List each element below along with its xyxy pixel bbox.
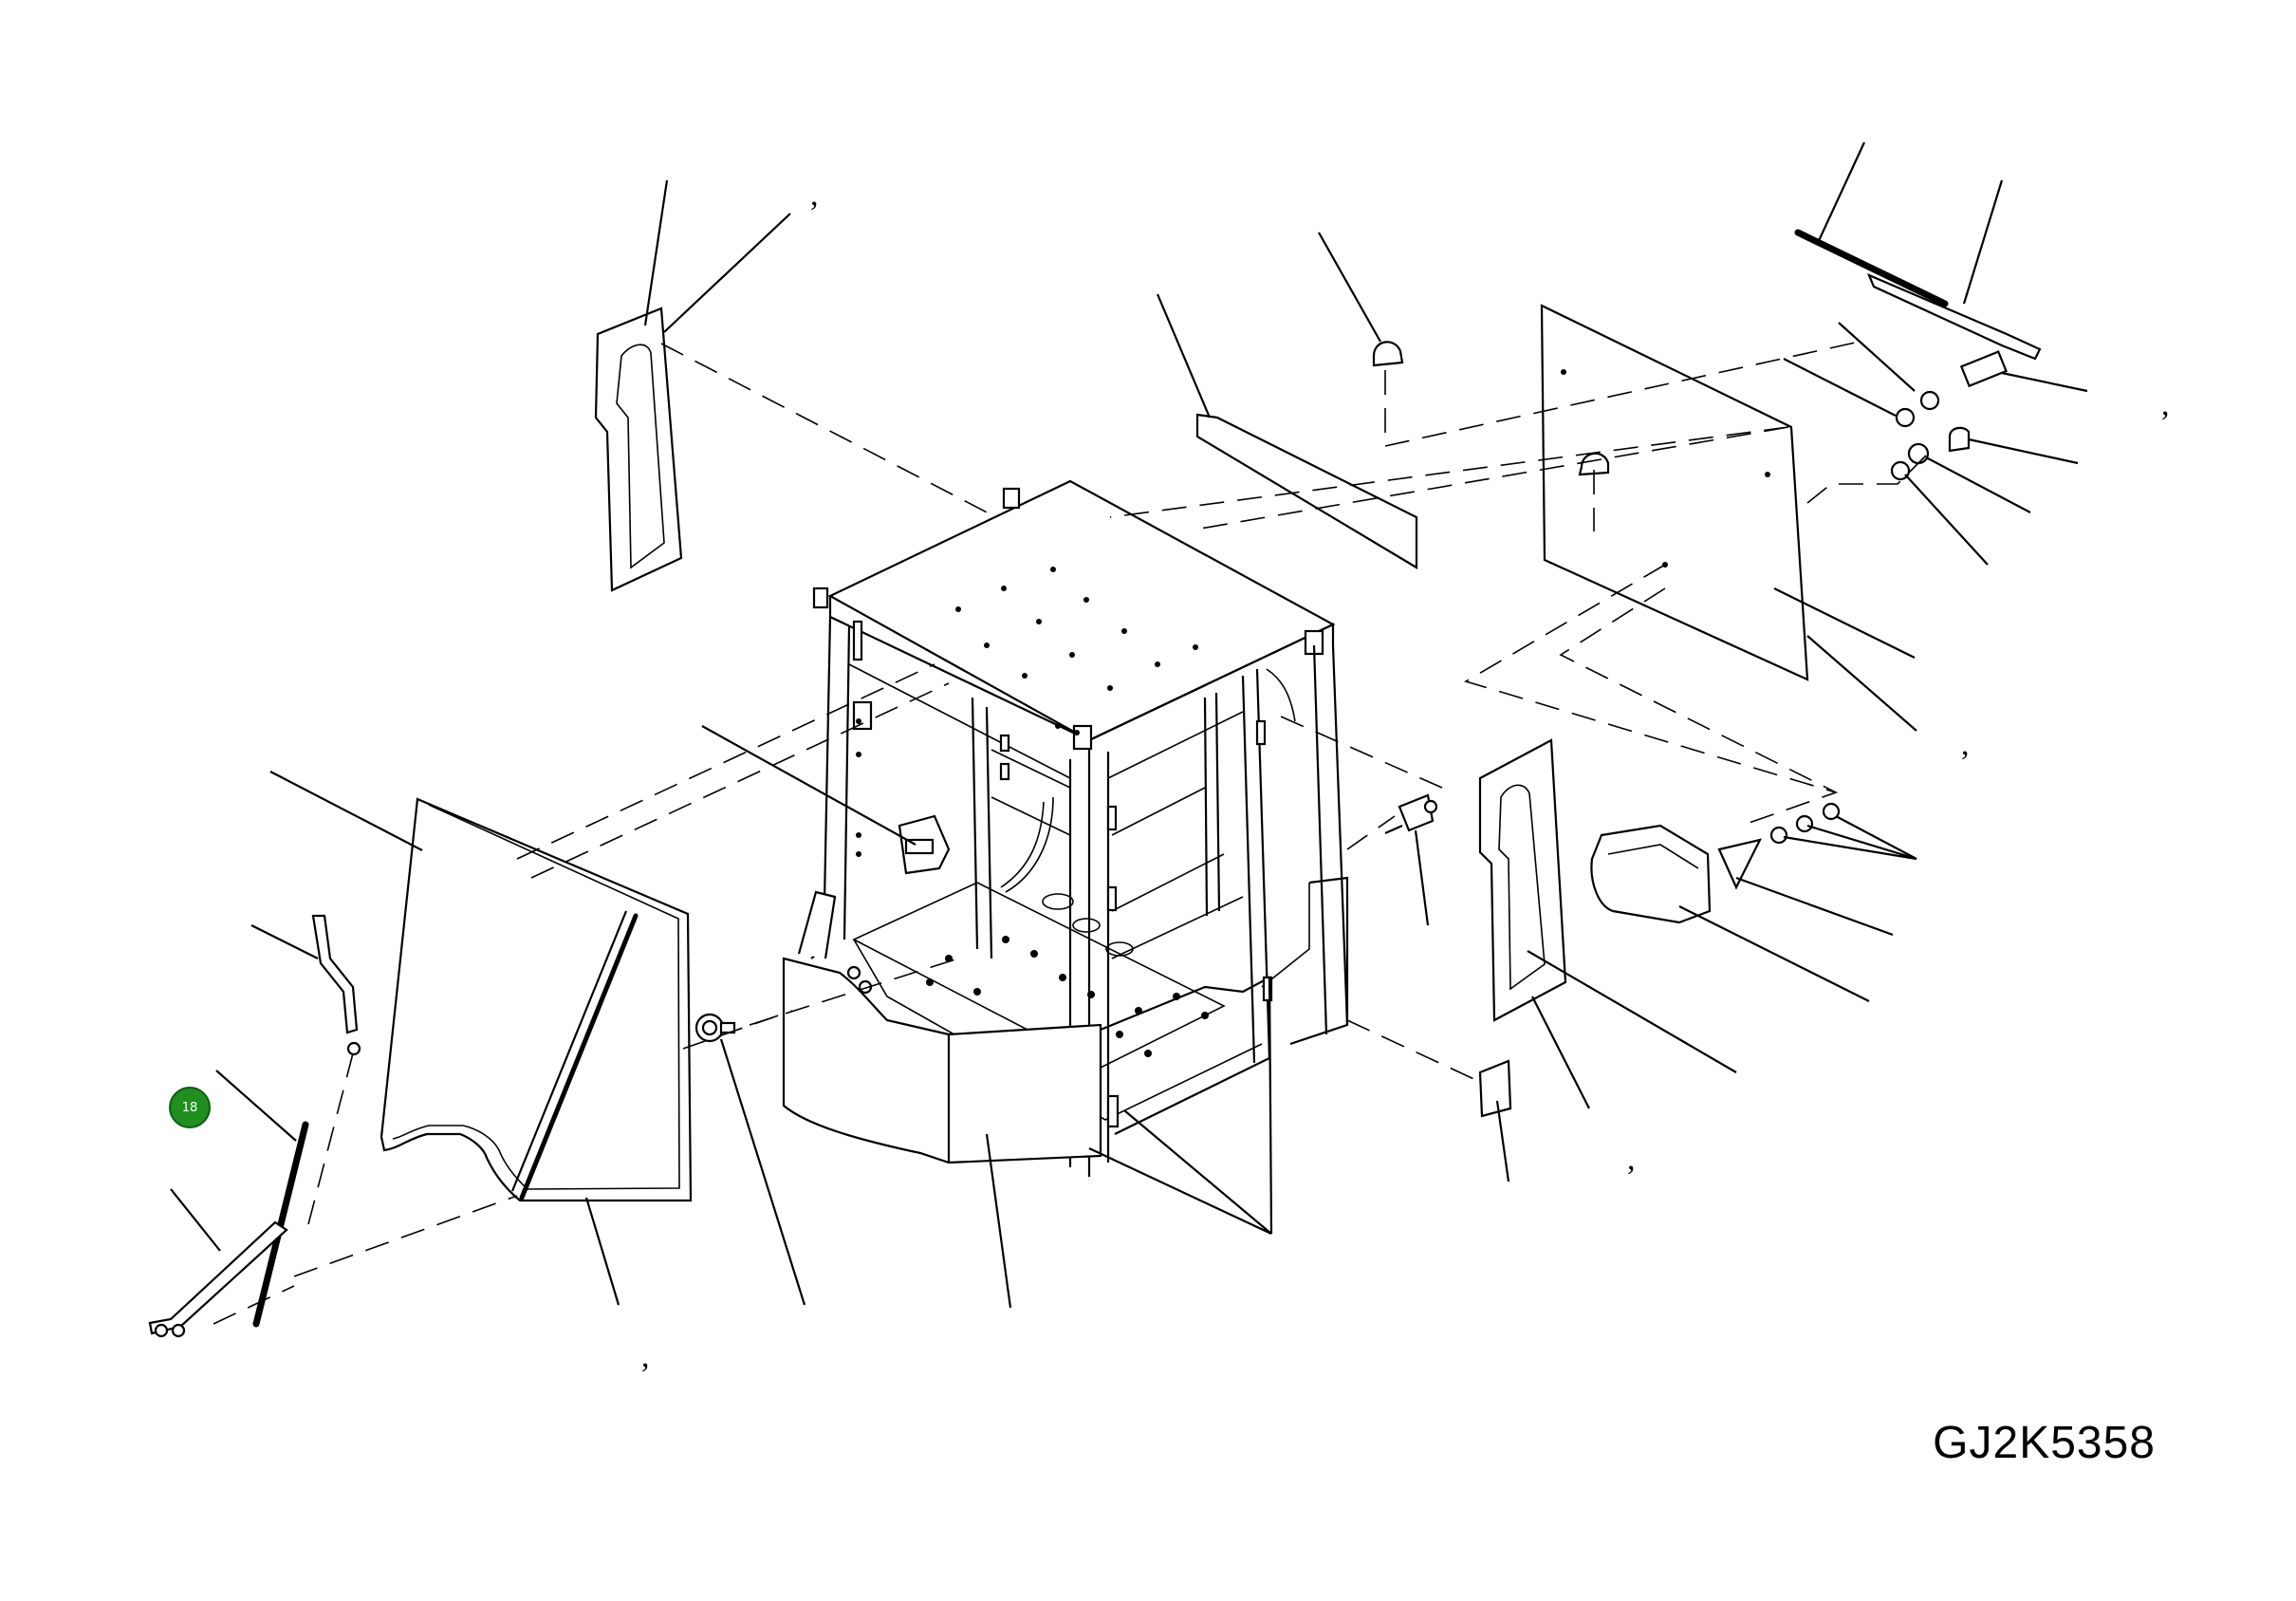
comma-mark: , (1627, 1142, 1636, 1177)
assembly-dashed-lines (213, 341, 1927, 1325)
comma-mark: , (810, 177, 819, 213)
washer-nozzle-right (1384, 793, 1438, 835)
rear-wiper-assembly (1794, 229, 2042, 481)
rear-window-glass (1540, 304, 1809, 681)
callout-number-badge[interactable]: 18 (169, 1087, 211, 1128)
sun-visor-strip (1195, 413, 1418, 569)
comma-mark: , (1961, 727, 1970, 762)
rear-wiper-motor (1590, 802, 1841, 924)
comma-mark: , (2161, 387, 2170, 422)
front-wiper-assembly (148, 914, 361, 1338)
rear-glass-clip (1372, 341, 1404, 367)
comma-mark: , (641, 1339, 650, 1374)
front-wiper-motor (898, 814, 951, 875)
door-glass-panel (380, 797, 693, 1202)
right-side-glass (1478, 738, 1567, 1022)
drawing-code-label: GJ2K5358 (1933, 1418, 2156, 1468)
leader-lines (170, 141, 2088, 1309)
upper-left-side-glass (594, 307, 683, 592)
washer-nozzle-left (694, 1013, 736, 1043)
cab-frame (782, 479, 1349, 1177)
label-plate (1478, 1059, 1512, 1118)
comma-marks: , , , , , (641, 177, 2170, 1374)
